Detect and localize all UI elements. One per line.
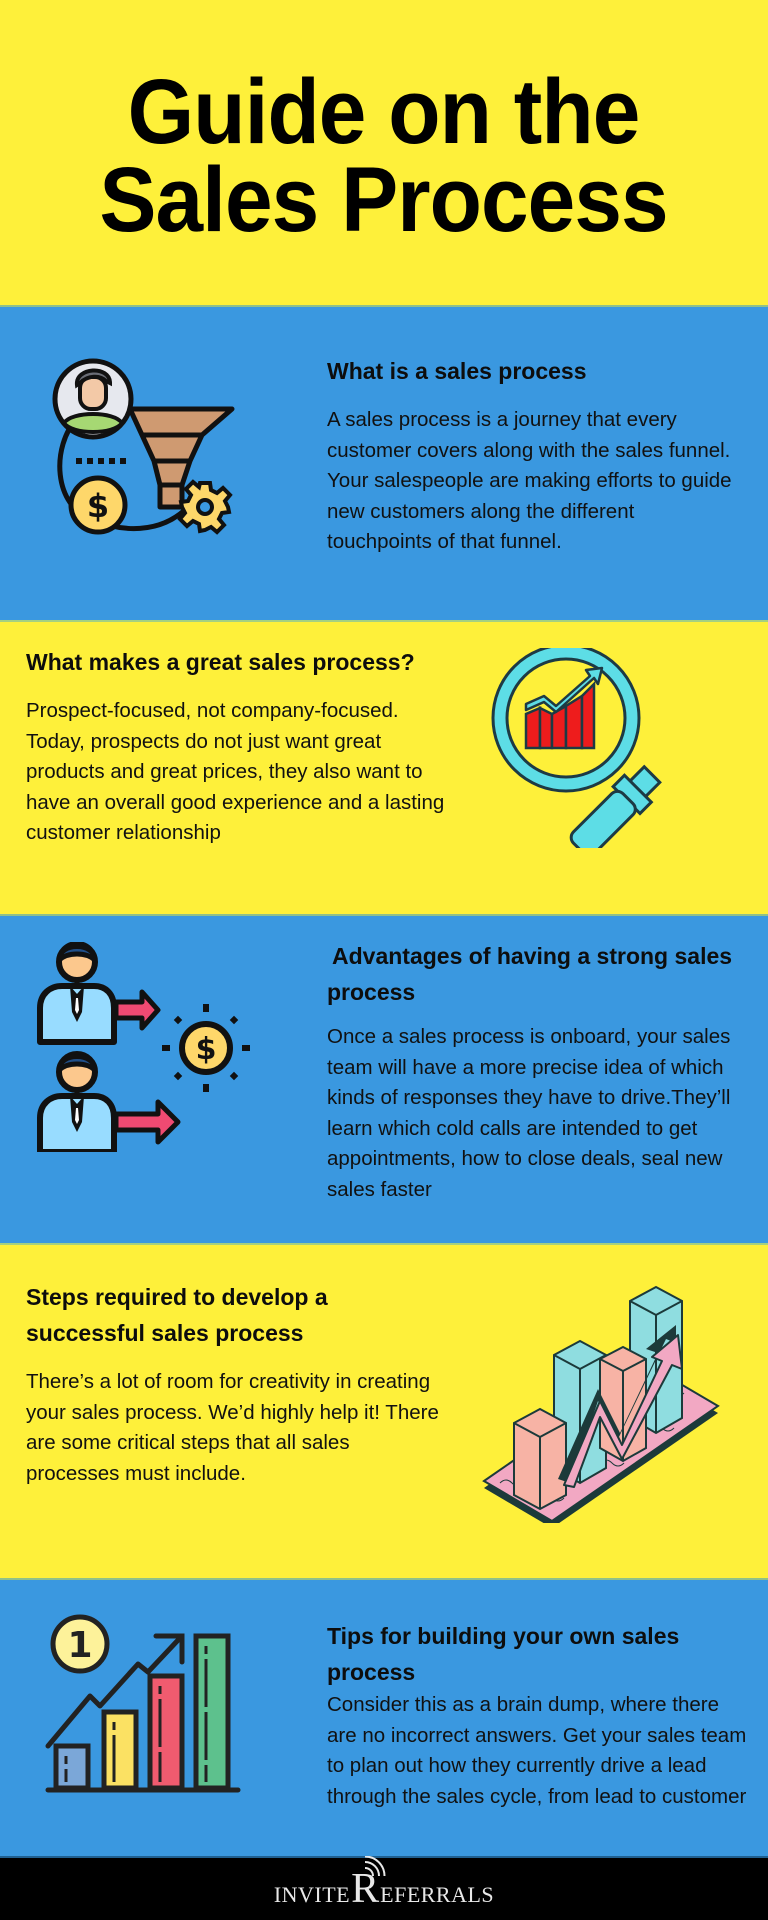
svg-text:$: $: [196, 1032, 217, 1067]
section-body: Consider this as a brain dump, where the…: [327, 1693, 747, 1808]
page-title: Guide on the Sales Process: [99, 60, 669, 251]
section-body: Once a sales process is onboard, your sa…: [327, 1025, 731, 1201]
section-steps-required: Steps required to develop a successful s…: [0, 1243, 768, 1578]
section-body: A sales process is a journey that every …: [327, 408, 732, 554]
section-body: Prospect-focused, not company-focused. T…: [26, 699, 445, 845]
rank-badge-number: 1: [67, 1625, 92, 1666]
section-3-text: Advantages of having a strong sales proc…: [327, 938, 747, 1206]
section-body: There’s a lot of room for creativity in …: [26, 1370, 439, 1485]
salespeople-to-money-icon: $: [30, 941, 255, 1157]
section-great-sales-process: What makes a great sales process? Prospe…: [0, 620, 768, 914]
section-what-is-sales-process: $ What is a sales process A sales proces…: [0, 305, 768, 620]
footer: INVITE R EFERRALS: [0, 1856, 768, 1920]
section-heading: What is a sales process: [327, 358, 587, 384]
section-5-text: Tips for building your own sales process…: [327, 1618, 747, 1812]
title-line-2: Sales Process: [99, 148, 669, 251]
magnifier-growth-chart-icon: [490, 643, 710, 857]
customer-funnel-icon: $: [50, 357, 240, 547]
section-2-text: What makes a great sales process? Prospe…: [26, 644, 446, 849]
logo-prefix: INVITE: [273, 1882, 351, 1907]
isometric-bar-chart-icon: [480, 1283, 730, 1528]
logo-rest: EFERRALS: [380, 1882, 495, 1907]
section-advantages: $ Advantages of having a strong sales pr…: [0, 914, 768, 1243]
ranking-bar-chart-icon: 1: [44, 1610, 244, 1805]
section-heading: Steps required to develop a successful s…: [26, 1284, 328, 1346]
header: Guide on the Sales Process: [0, 0, 768, 305]
section-heading: What makes a great sales process?: [26, 649, 415, 675]
section-heading: Advantages of having a strong sales proc…: [327, 943, 733, 1005]
section-4-text: Steps required to develop a successful s…: [26, 1279, 446, 1489]
wifi-signal-icon: [364, 1856, 386, 1877]
section-1-text: What is a sales process A sales process …: [327, 353, 737, 558]
invitereferrals-logo[interactable]: INVITE R EFERRALS: [273, 1856, 495, 1912]
logo-initial: R: [351, 1866, 380, 1912]
section-tips: 1 Tips for building your own sales proce…: [0, 1578, 768, 1856]
section-heading: Tips for building your own sales process: [327, 1623, 680, 1685]
title-line-1: Guide on the: [128, 60, 641, 163]
svg-text:$: $: [87, 487, 109, 525]
